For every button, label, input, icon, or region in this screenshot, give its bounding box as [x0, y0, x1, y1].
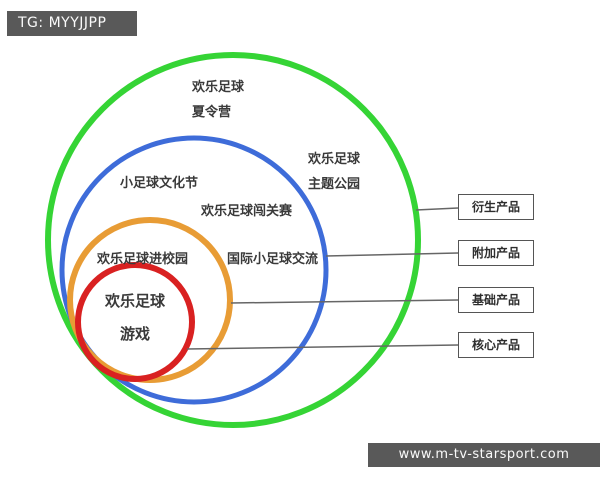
label-core-line1: 欢乐足球: [104, 292, 165, 310]
label-core-line2: 游戏: [119, 325, 150, 343]
label-summer-camp: 欢乐足球 夏令营: [192, 76, 244, 126]
label-theme-park-line2: 主题公园: [308, 177, 361, 192]
label-summer-camp-line1: 欢乐足球: [192, 80, 245, 95]
core-ring-red: [75, 262, 195, 382]
connector-basic: [230, 299, 459, 304]
label-into-campus: 欢乐足球进校园: [97, 252, 189, 267]
box-additional-product: 附加产品: [458, 240, 534, 266]
second-ring-blue: [59, 135, 329, 405]
box-derivative-product: 衍生产品: [458, 194, 534, 220]
box-core-product: 核心产品: [458, 332, 534, 358]
connector-additional: [325, 252, 459, 257]
website-badge: www.m-tv-starsport.com: [368, 443, 600, 467]
connector-derivative: [415, 207, 459, 211]
box-basic-product: 基础产品: [458, 287, 534, 313]
label-summer-camp-line2: 夏令营: [192, 105, 232, 120]
label-theme-park-line1: 欢乐足球: [308, 152, 361, 167]
label-intl-exchange: 国际小足球交流: [227, 252, 319, 267]
label-theme-park: 欢乐足球 主题公园: [308, 148, 360, 198]
outer-ring-green: [45, 52, 421, 428]
label-culture-festival: 小足球文化节: [120, 176, 199, 191]
tg-badge: TG: MYYJJPP: [7, 11, 137, 36]
label-core-product: 欢乐足球 游戏: [75, 293, 195, 343]
label-challenge-match: 欢乐足球闯关赛: [201, 204, 293, 219]
connector-core: [186, 344, 459, 350]
